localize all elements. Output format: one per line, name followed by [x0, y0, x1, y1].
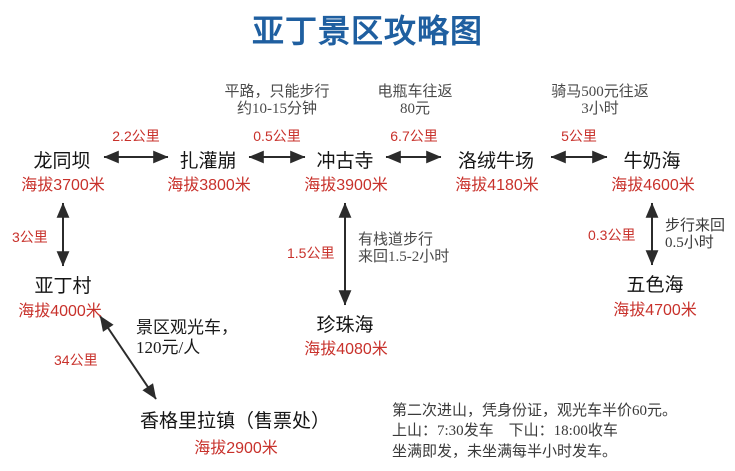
distance-chonggusi-zhenzhuhai: 1.5公里 [287, 245, 335, 261]
node-niunaihai-name: 牛奶海 [623, 151, 681, 172]
note-zhenzhuhai-walk: 有栈道步行 来回1.5-2小时 [358, 232, 450, 266]
page-title: 亚丁景区攻略图 [251, 13, 483, 49]
node-zhenzhuhai-elevation: 海拔4080米 [304, 341, 388, 358]
node-wusehai-elevation: 海拔4700米 [613, 302, 697, 319]
node-zhenzhuhai-name: 珍珠海 [316, 315, 374, 336]
distance-longtongba-yadingcun: 3公里 [12, 229, 48, 245]
note-luorong-niunaihai: 骑马500元往返 3小时 [551, 84, 649, 118]
node-longtongba-name: 龙同坝 [33, 151, 91, 172]
node-luorongniuchang-elevation: 海拔4180米 [455, 177, 539, 194]
node-longtongba-elevation: 海拔3700米 [21, 177, 105, 194]
footnote-ticket-info: 第二次进山，凭身份证，观光车半价60元。 上山：7:30发车 下山：18:00收… [392, 403, 678, 460]
node-chonggusi-elevation: 海拔3900米 [304, 177, 388, 194]
node-xianggelilazhen-name: 香格里拉镇（售票处） [139, 411, 331, 432]
distance-luorong-niunaihai: 5公里 [561, 128, 597, 144]
note-chonggusi-luorong: 电瓶车往返 80元 [377, 84, 453, 118]
node-zaguanbeng-elevation: 海拔3800米 [167, 177, 251, 194]
distance-niunaihai-wusehai: 0.3公里 [588, 227, 636, 243]
node-zaguanbeng-name: 扎灌崩 [179, 151, 237, 172]
node-xianggelilazhen-elevation: 海拔2900米 [194, 440, 278, 457]
note-shuttle-bus: 景区观光车， 120元/人 [136, 318, 238, 358]
node-yadingcun-name: 亚丁村 [34, 276, 92, 297]
distance-zaguanbeng-chonggusi: 0.5公里 [253, 128, 301, 144]
note-zaguanbeng-chonggusi: 平路，只能步行 约10-15分钟 [224, 84, 330, 118]
node-wusehai-name: 五色海 [626, 275, 684, 296]
node-chonggusi-name: 冲古寺 [316, 151, 374, 172]
node-yadingcun-elevation: 海拔4000米 [18, 303, 102, 320]
distance-longtongba-zaguanbeng: 2.2公里 [112, 128, 160, 144]
node-niunaihai-elevation: 海拔4600米 [611, 177, 695, 194]
note-wusehai-walk: 步行来回 0.5小时 [665, 218, 726, 252]
node-luorongniuchang-name: 洛绒牛场 [457, 151, 535, 172]
distance-chonggusi-luorong: 6.7公里 [390, 128, 438, 144]
distance-yadingcun-xianggelilazhen: 34公里 [54, 352, 98, 368]
